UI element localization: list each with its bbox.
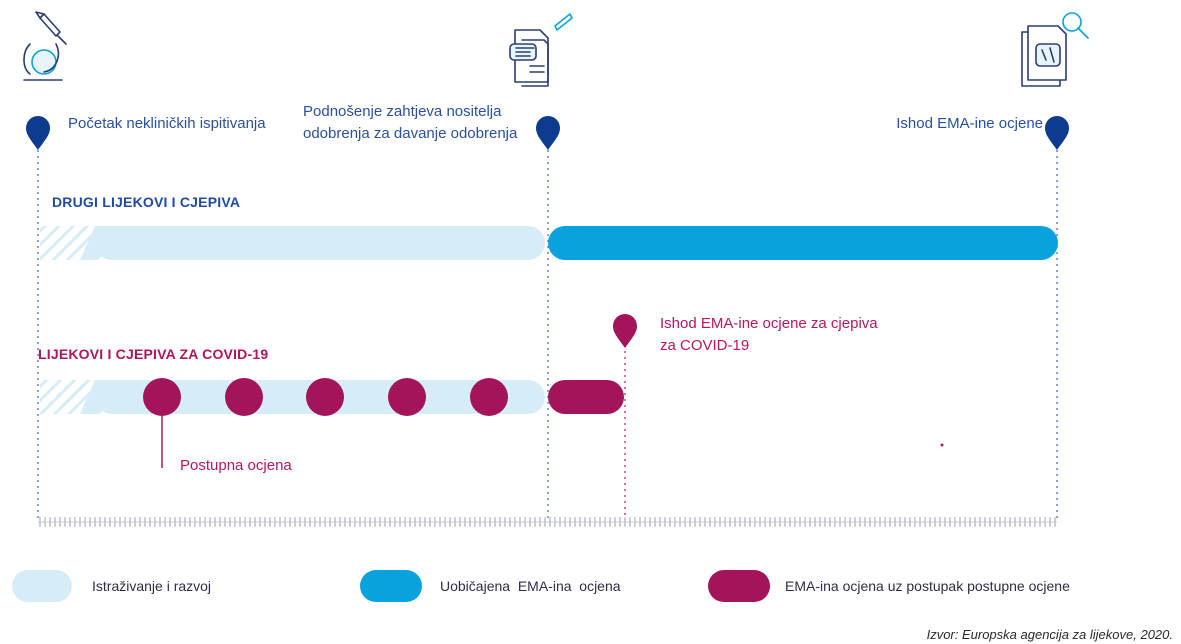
track-covid-heading: LIJEKOVI I CJEPIVA ZA COVID-19 xyxy=(38,346,269,362)
microscope-icon xyxy=(23,11,67,81)
legend-swatch-rd xyxy=(12,570,72,602)
rolling-review-dot-2 xyxy=(225,378,263,416)
rolling-review-dot-3 xyxy=(306,378,344,416)
covid-outcome-label: Ishod EMA-ine ocjene za cjepiva za COVID… xyxy=(660,315,878,354)
pin-submission xyxy=(536,116,560,150)
pin-start xyxy=(26,116,50,150)
milestone-submission-label: Podnošenje zahtjeva nositelja odobrenja … xyxy=(303,103,518,142)
milestone-outcome-label: Ishod EMA-ine ocjene xyxy=(896,115,1043,132)
rolling-review-dot-1 xyxy=(143,378,181,416)
pin-outcome xyxy=(1045,116,1069,150)
document-search-icon xyxy=(1021,12,1089,87)
rolling-review-dot-4 xyxy=(388,378,426,416)
track-other-heading: DRUGI LIJEKOVI I CJEPIVA xyxy=(52,194,241,210)
legend-label-rd: Istraživanje i razvoj xyxy=(92,578,212,594)
pin-covid-outcome xyxy=(613,314,637,348)
legend-swatch-rolling xyxy=(708,570,770,602)
milestone-start-label: Početak nekliničkih ispitivanja xyxy=(68,115,266,132)
rolling-review-dot-5 xyxy=(470,378,508,416)
legend-label-standard: Uobičajena EMA-ina ocjena xyxy=(440,578,621,594)
legend-swatch-standard xyxy=(360,570,422,602)
source-note: Izvor: Europska agencija za lijekove, 20… xyxy=(926,627,1173,642)
other-track-standard-bar xyxy=(548,226,1058,260)
stray-dot xyxy=(940,443,944,447)
covid-track-rolling-bar xyxy=(548,380,624,414)
covid-track-rd-left-cut xyxy=(80,380,120,414)
other-track-rd-bar xyxy=(95,226,545,260)
document-pen-icon xyxy=(509,13,573,87)
legend-label-rolling: EMA-ina ocjena uz postupak postupne ocje… xyxy=(785,578,1070,594)
other-track-rd-left-cut xyxy=(80,226,120,260)
time-ruler xyxy=(38,517,1057,527)
rolling-review-label: Postupna ocjena xyxy=(180,457,292,474)
